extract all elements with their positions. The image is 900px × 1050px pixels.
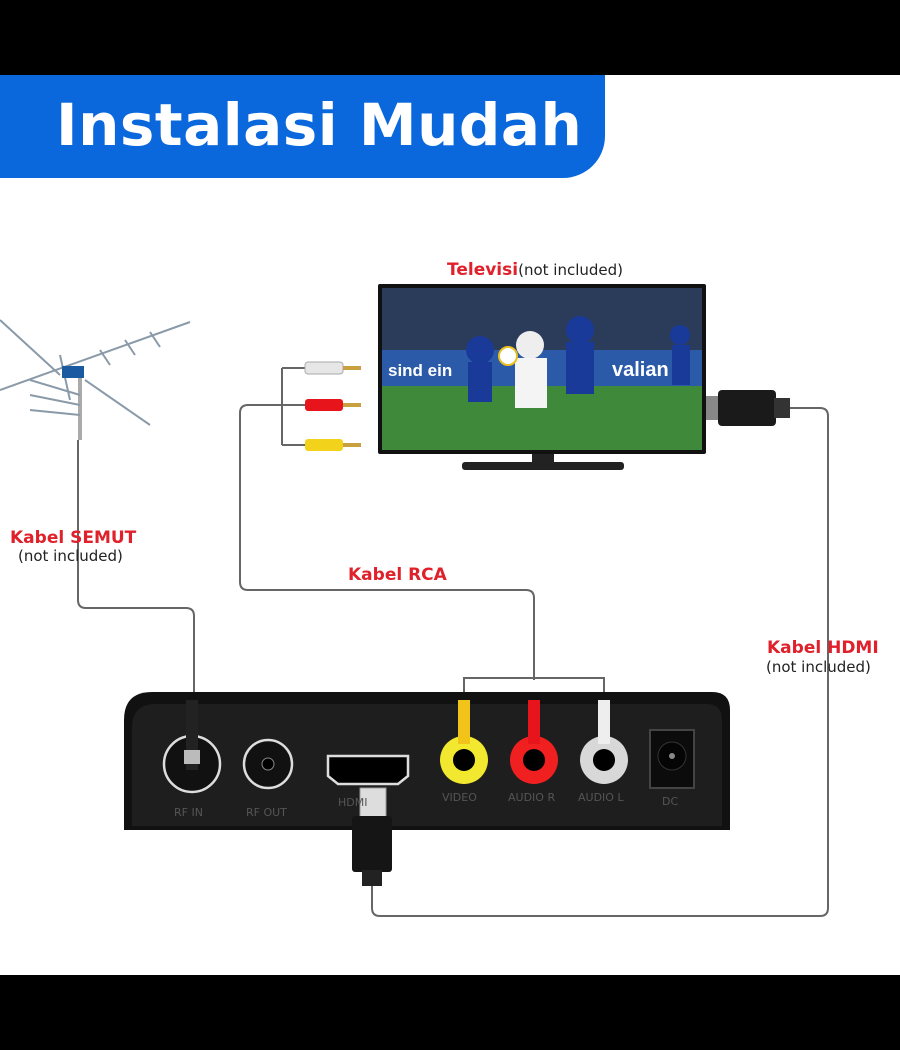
rf-in-port[interactable] xyxy=(162,700,222,794)
antenna-cable-note: (not included) xyxy=(18,547,123,565)
rca-cable xyxy=(239,404,535,680)
port-label-video: VIDEO xyxy=(442,791,477,804)
hdmi-plug-box-icon xyxy=(352,787,392,886)
set-top-box xyxy=(124,692,730,886)
port-label-hdmi: HDMI xyxy=(338,796,368,809)
hdmi-plug-tv-icon xyxy=(706,390,790,426)
antenna-icon xyxy=(0,319,191,440)
port-label-rf-in: RF IN xyxy=(174,806,203,819)
tv-label: Televisi(not included) xyxy=(447,260,623,280)
port-label-audio-l: AUDIO L xyxy=(578,791,624,804)
hdmi-cable xyxy=(371,407,829,917)
rca-cable-label: Kabel RCA xyxy=(348,565,447,585)
audio-l-port[interactable] xyxy=(580,700,628,784)
svg-text:sind ein: sind ein xyxy=(388,361,452,380)
title: Instalasi Mudah xyxy=(56,91,583,159)
hdmi-cable-note: (not included) xyxy=(766,658,871,676)
port-label-dc: DC xyxy=(662,795,679,808)
port-label-rf-out: RF OUT xyxy=(246,806,287,819)
tv-note: (not included) xyxy=(518,261,623,279)
rf-out-port[interactable] xyxy=(242,738,294,790)
rca-split xyxy=(281,367,605,700)
tv-label-text: Televisi xyxy=(447,260,519,280)
hdmi-port[interactable] xyxy=(326,754,410,786)
rca-plugs-icon xyxy=(304,361,361,451)
antenna-cable xyxy=(77,440,195,705)
hdmi-cable-label: Kabel HDMI xyxy=(767,638,879,658)
antenna-cable-label: Kabel SEMUT xyxy=(10,528,137,548)
audio-r-port[interactable] xyxy=(510,700,558,784)
svg-text:valian: valian xyxy=(612,359,669,381)
video-port[interactable] xyxy=(440,700,488,784)
port-label-audio-r: AUDIO R xyxy=(508,791,556,804)
television-icon: sind ein valian xyxy=(378,284,706,470)
title-banner: Instalasi Mudah xyxy=(0,75,605,178)
dc-port[interactable] xyxy=(649,729,695,789)
